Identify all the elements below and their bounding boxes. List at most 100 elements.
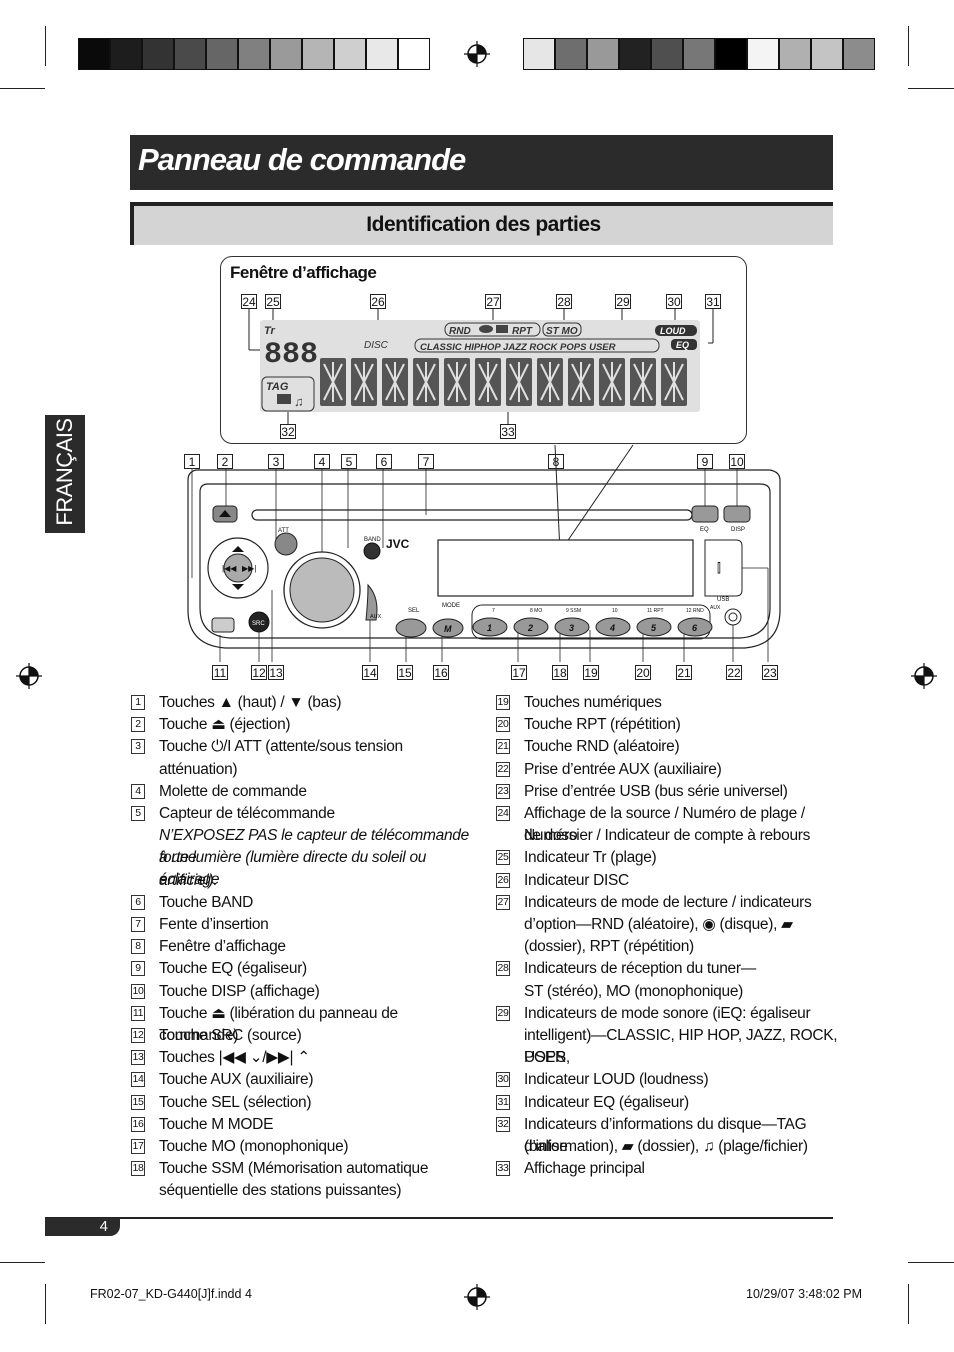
lcd-eq-modes: CLASSIC HIPHOP JAZZ ROCK POPS USER bbox=[420, 342, 616, 353]
color-swatch bbox=[779, 38, 811, 70]
part-number-box: 29 bbox=[496, 1005, 510, 1021]
part-number-box: 25 bbox=[496, 850, 510, 866]
disc-icon bbox=[479, 325, 493, 333]
up-arrow-icon bbox=[232, 546, 244, 552]
callout-12: 12 bbox=[251, 665, 267, 680]
sel-button[interactable] bbox=[395, 618, 427, 638]
num-button-1: 1 bbox=[487, 623, 492, 633]
color-swatch bbox=[843, 38, 875, 70]
language-label: FRANÇAIS bbox=[52, 418, 77, 526]
lcd-eq: EQ bbox=[676, 340, 689, 350]
part-description: Touche ⏏ (libération du panneau de comma… bbox=[159, 1004, 398, 1044]
part-number-box: 1 bbox=[131, 695, 145, 710]
part-description: Touches ▲ (haut) / ▼ (bas) bbox=[159, 694, 342, 711]
usb-port[interactable] bbox=[704, 539, 743, 597]
registration-mark-icon bbox=[16, 663, 42, 689]
m-mode-button[interactable] bbox=[432, 618, 464, 638]
color-swatch bbox=[142, 38, 174, 70]
part-number-box: 13 bbox=[131, 1050, 145, 1066]
release-button[interactable] bbox=[211, 617, 235, 633]
aux-jack-label: AUX bbox=[710, 605, 721, 611]
part-number-box: 22 bbox=[496, 761, 510, 777]
callout-23: 23 bbox=[762, 665, 778, 680]
callout-18: 18 bbox=[552, 665, 568, 680]
part-number-box: 9 bbox=[131, 961, 145, 977]
part-description: Touche BAND bbox=[159, 893, 254, 911]
num-button-4: 4 bbox=[609, 623, 615, 633]
color-swatch bbox=[523, 38, 555, 70]
num-sub-11: 11 RPT bbox=[647, 608, 664, 614]
part-number-box: 7 bbox=[131, 917, 145, 932]
part-description: Indicateurs de réception du tuner— bbox=[524, 960, 756, 978]
number-buttons[interactable] bbox=[471, 604, 713, 640]
band-button[interactable] bbox=[363, 542, 381, 560]
callout-30: 30 bbox=[666, 294, 682, 309]
part-number-box: 28 bbox=[496, 961, 510, 977]
color-swatch bbox=[398, 38, 430, 70]
part-description: Touche RND (aléatoire) bbox=[524, 738, 680, 756]
part-description: ST (stéréo), MO (monophonique) bbox=[524, 982, 744, 1000]
part-number-box: 14 bbox=[131, 1072, 145, 1088]
callout-2: 2 bbox=[217, 454, 233, 469]
callout-20: 20 bbox=[635, 665, 651, 680]
part-description: Molette de commande bbox=[159, 782, 307, 800]
registration-mark-icon bbox=[911, 663, 937, 689]
src-button[interactable] bbox=[248, 611, 270, 633]
part-number-box: 20 bbox=[496, 717, 510, 733]
color-swatch bbox=[587, 38, 619, 70]
tag-music-icon: ♫ bbox=[294, 394, 304, 409]
part-description: Touche RPT (répétition) bbox=[524, 716, 681, 734]
title-bar: Panneau de commande bbox=[130, 135, 833, 190]
part-description: Prise d’entrée AUX (auxiliaire) bbox=[524, 760, 722, 778]
part-number-box: 30 bbox=[496, 1072, 510, 1088]
num-sub-12: 12 RND bbox=[686, 608, 704, 614]
eq-button[interactable] bbox=[691, 505, 719, 523]
part-description: Touche SRC (source) bbox=[159, 1027, 302, 1044]
registration-mark-icon bbox=[464, 1284, 490, 1310]
num-sub-10: 10 bbox=[612, 608, 618, 614]
part-number-box: 3 bbox=[131, 739, 145, 755]
lcd-diagram: Tr 888 DISC RND RPT ST MO LOUD EQ CLASSI… bbox=[248, 308, 714, 424]
num-button-2: 2 bbox=[527, 623, 533, 633]
folder-icon bbox=[496, 325, 508, 333]
page-title: Panneau de commande bbox=[138, 142, 466, 177]
display-window-caption: Fenêtre d’affichage bbox=[230, 263, 377, 282]
callout-24: 24 bbox=[241, 294, 257, 309]
part-number-box: 8 bbox=[131, 939, 145, 955]
section-bar: Identification des parties bbox=[130, 202, 833, 245]
color-swatch bbox=[270, 38, 302, 70]
part-description: intelligent)—CLASSIC, HIP HOP, JAZZ, ROC… bbox=[524, 1027, 838, 1066]
lcd-loud: LOUD bbox=[660, 326, 686, 336]
num-button-5: 5 bbox=[651, 623, 657, 633]
part-number-box: 16 bbox=[131, 1116, 145, 1132]
usb-label: USB bbox=[717, 597, 729, 603]
num-sub-7: 7 bbox=[492, 608, 495, 614]
page-number-tab: 4 bbox=[45, 1218, 120, 1236]
part-description: Touche M MODE bbox=[159, 1115, 274, 1133]
sel-label: SEL bbox=[408, 608, 420, 614]
callout-21: 21 bbox=[676, 665, 692, 680]
callout-31: 31 bbox=[705, 294, 721, 309]
part-description: forte lumière (lumière directe du soleil… bbox=[159, 849, 427, 889]
lcd-rnd: RND bbox=[449, 326, 471, 337]
part-description: Indicateurs de mode de lecture / indicat… bbox=[524, 893, 812, 911]
part-description: Prise d’entrée USB (bus série universel) bbox=[524, 782, 788, 800]
num-button-6: 6 bbox=[692, 623, 698, 633]
part-number-box: 17 bbox=[131, 1139, 145, 1154]
lcd-tag: TAG bbox=[266, 381, 289, 393]
aux-button[interactable] bbox=[365, 583, 378, 621]
color-swatch bbox=[747, 38, 779, 70]
disp-button[interactable] bbox=[723, 505, 751, 523]
section-title: Identification des parties bbox=[366, 213, 601, 236]
jvc-logo: JVC bbox=[386, 537, 410, 551]
callout-9: 9 bbox=[697, 454, 713, 469]
power-att-button[interactable] bbox=[274, 532, 298, 556]
part-description: Capteur de télécommande bbox=[159, 805, 335, 822]
color-swatch bbox=[683, 38, 715, 70]
part-description: Touche ⏏ (éjection) bbox=[159, 716, 291, 734]
callout-26: 26 bbox=[370, 294, 386, 309]
part-number-box: 32 bbox=[496, 1116, 510, 1132]
part-description: USER bbox=[524, 1049, 566, 1067]
part-number-box: 5 bbox=[131, 806, 145, 821]
part-description: Touches numériques bbox=[524, 694, 662, 711]
